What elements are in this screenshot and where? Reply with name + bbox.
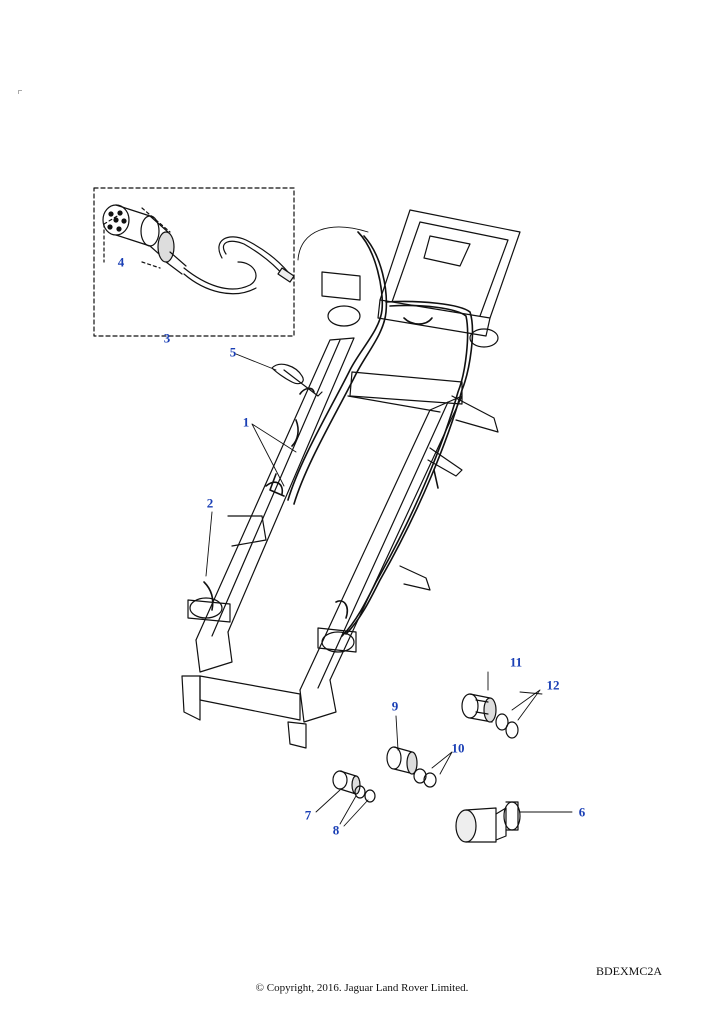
callout-7: 7: [304, 807, 312, 823]
callout-1: 1: [242, 414, 250, 430]
callout-2: 2: [206, 495, 214, 511]
callout-12: 12: [546, 677, 560, 693]
callout-4: 4: [117, 254, 125, 270]
callout-8: 8: [332, 822, 340, 838]
callout-6: 6: [578, 804, 586, 820]
cable-tie: [271, 363, 323, 397]
leader-lines: [205, 226, 573, 827]
chassis-frame: [181, 209, 521, 749]
callout-3: 3: [163, 330, 171, 346]
wiring-harness: [203, 231, 474, 637]
callout-10: 10: [451, 740, 465, 756]
connector-parts: [332, 693, 521, 843]
callout-9: 9: [391, 698, 399, 714]
drawing-code: BDEXMC2A: [595, 964, 662, 978]
corner-mark: [18, 90, 22, 94]
callout-5: 5: [229, 344, 237, 360]
assembly-dashed-box: [93, 187, 295, 337]
callout-11: 11: [509, 654, 523, 670]
trailer-socket-with-cable: [102, 204, 295, 295]
copyright-notice: © Copyright, 2016. Jaguar Land Rover Lim…: [255, 982, 469, 994]
